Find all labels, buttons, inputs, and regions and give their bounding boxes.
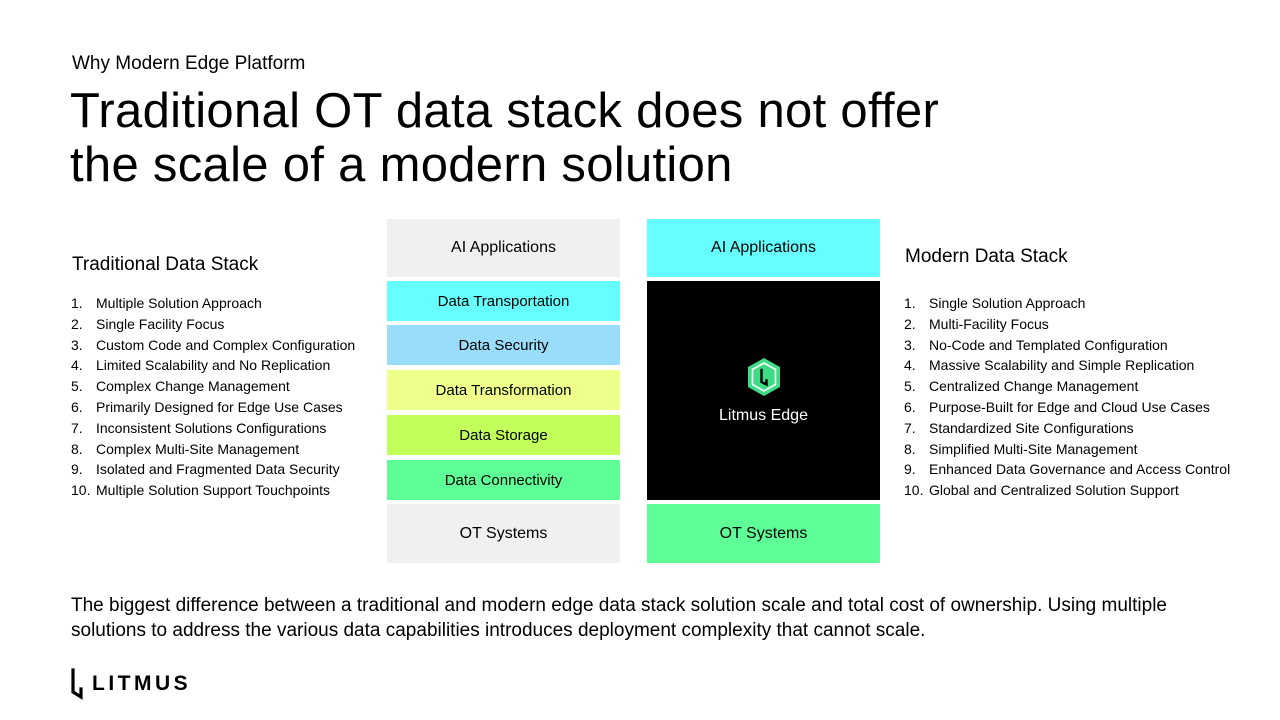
list-item: 1. Multiple Solution Approach <box>71 293 355 314</box>
trad-data-storage-block: Data Storage <box>387 415 620 455</box>
list-item: 8. Simplified Multi-Site Management <box>904 439 1230 460</box>
list-item: 5. Centralized Change Management <box>904 376 1230 397</box>
modern-ot-systems-block: OT Systems <box>647 504 880 563</box>
item-number: 7. <box>904 419 916 436</box>
litmus-hexagon-icon <box>747 357 780 396</box>
item-text: Multi-Facility Focus <box>929 315 1049 332</box>
item-text: Single Facility Focus <box>96 315 225 332</box>
item-text: Enhanced Data Governance and Access Cont… <box>929 461 1231 478</box>
list-item: 8. Complex Multi-Site Management <box>71 439 355 460</box>
item-number: 5. <box>71 378 83 395</box>
item-number: 6. <box>904 398 916 415</box>
modern-stack-list: 1. Single Solution Approach 2. Multi-Facil… <box>904 293 1230 501</box>
item-number: 8. <box>904 440 916 457</box>
item-text: Custom Code and Complex Configuration <box>96 336 356 353</box>
list-item: 6. Purpose-Built for Edge and Cloud Use C… <box>904 397 1230 418</box>
item-text: Massive Scalability and Simple Replicati… <box>929 357 1195 374</box>
litmus-logo-icon <box>71 668 83 700</box>
item-text: Complex Multi-Site Management <box>96 440 300 457</box>
item-text: No-Code and Templated Configuration <box>929 336 1168 353</box>
item-number: 1. <box>904 295 916 311</box>
page-title: Traditional OT data stack does not offer… <box>70 84 940 192</box>
trad-data-transportation-block: Data Transportation <box>387 281 620 321</box>
item-text: Purpose-Built for Edge and Cloud Use Cas… <box>929 398 1210 415</box>
item-number: 7. <box>71 419 83 436</box>
list-item: 3. Custom Code and Complex Configuration <box>71 335 355 356</box>
item-number: 4. <box>904 357 916 374</box>
traditional-stack-title: Traditional Data Stack <box>72 254 259 275</box>
list-item: 4. Limited Scalability and No Replication <box>71 355 355 376</box>
item-number: 9. <box>71 461 83 478</box>
litmus-edge-block: Litmus Edge <box>647 281 880 500</box>
eyebrow: Why Modern Edge Platform <box>72 53 306 74</box>
litmus-edge-label: Litmus Edge <box>719 406 808 424</box>
trad-data-transformation-block: Data Transformation <box>387 370 620 410</box>
item-number: 4. <box>71 357 83 374</box>
item-text: Standardized Site Configurations <box>929 419 1134 436</box>
item-number: 2. <box>904 315 916 332</box>
list-item: 10. Multiple Solution Support Touchpoints <box>71 480 355 501</box>
item-text: Isolated and Fragmented Data Security <box>96 461 340 478</box>
list-item: 7. Inconsistent Solutions Configurations <box>71 418 355 439</box>
modern-ai-applications-block: AI Applications <box>647 219 880 277</box>
trad-ai-applications-block: AI Applications <box>387 219 620 277</box>
item-number: 3. <box>904 336 916 353</box>
item-number: 1. <box>71 295 83 311</box>
list-item: 4. Massive Scalability and Simple Replica… <box>904 355 1230 376</box>
item-number: 2. <box>71 315 83 332</box>
item-number: 8. <box>71 440 83 457</box>
list-item: 1. Single Solution Approach <box>904 293 1230 314</box>
item-number: 9. <box>904 461 916 478</box>
traditional-stack-list: 1. Multiple Solution Approach 2. Single Fa… <box>71 293 355 501</box>
list-item: 10. Global and Centralized Solution Suppo… <box>904 480 1230 501</box>
item-text: Primarily Designed for Edge Use Cases <box>96 398 343 415</box>
item-text: Inconsistent Solutions Configurations <box>96 419 327 436</box>
trad-data-connectivity-block: Data Connectivity <box>387 460 620 500</box>
list-item: 2. Multi-Facility Focus <box>904 314 1230 335</box>
list-item: 6. Primarily Designed for Edge Use Cases <box>71 397 355 418</box>
item-number: 10. <box>71 482 91 499</box>
brand-wordmark: LITMUS <box>92 672 192 695</box>
item-number: 5. <box>904 378 916 395</box>
item-text: Complex Change Management <box>96 378 290 395</box>
modern-stack-title: Modern Data Stack <box>905 246 1068 267</box>
summary-text: The biggest difference between a traditi… <box>71 595 1167 641</box>
item-text: Multiple Solution Approach <box>96 295 262 311</box>
item-text: Centralized Change Management <box>929 378 1139 395</box>
list-item: 9. Isolated and Fragmented Data Security <box>71 459 355 480</box>
item-text: Multiple Solution Support Touchpoints <box>96 482 331 499</box>
item-number: 10. <box>904 482 924 499</box>
trad-data-security-block: Data Security <box>387 325 620 365</box>
list-item: 5. Complex Change Management <box>71 376 355 397</box>
brand-logo: LITMUS <box>70 668 191 700</box>
list-item: 3. No-Code and Templated Configuration <box>904 335 1230 356</box>
item-text: Simplified Multi-Site Management <box>929 440 1138 457</box>
list-item: 9. Enhanced Data Governance and Access Co… <box>904 459 1230 480</box>
item-text: Limited Scalability and No Replication <box>96 357 331 374</box>
item-text: Global and Centralized Solution Support <box>929 482 1179 499</box>
trad-ot-systems-block: OT Systems <box>387 504 620 563</box>
list-item: 2. Single Facility Focus <box>71 314 355 335</box>
item-text: Single Solution Approach <box>929 295 1086 311</box>
item-number: 6. <box>71 398 83 415</box>
item-number: 3. <box>71 336 83 353</box>
list-item: 7. Standardized Site Configurations <box>904 418 1230 439</box>
